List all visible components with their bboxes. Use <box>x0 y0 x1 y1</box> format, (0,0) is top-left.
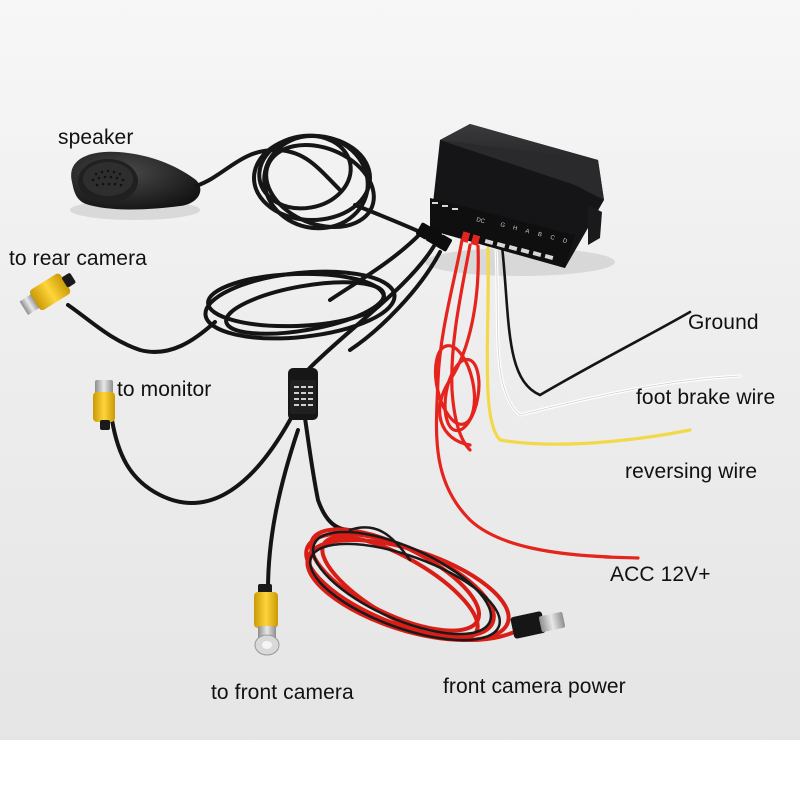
junction-module <box>288 368 318 420</box>
label-acc-12v: ACC 12V+ <box>610 563 711 586</box>
box-channel-letter: C <box>549 235 555 242</box>
label-ground: Ground <box>688 311 759 334</box>
speaker <box>71 151 201 210</box>
label-to-front-camera: to front camera <box>211 681 354 704</box>
label-to-monitor: to monitor <box>117 378 212 401</box>
rca-connector-rear <box>19 273 76 316</box>
box-channel-letter: G <box>499 222 505 229</box>
label-speaker: speaker <box>58 126 134 149</box>
bottom-white-band <box>0 740 800 800</box>
harness-wires <box>433 238 742 560</box>
box-port-markings <box>432 202 458 210</box>
label-reversing-wire: reversing wire <box>625 460 758 483</box>
box-dc-label: DC <box>475 217 486 225</box>
terminal-block <box>460 231 481 246</box>
box-channel-letter: D <box>562 238 568 245</box>
box-channel-letter: H <box>512 225 518 232</box>
terminal-pins <box>484 239 554 260</box>
rca-connector-monitor <box>93 380 115 430</box>
black-cables <box>66 230 442 592</box>
label-to-rear-camera: to rear camera <box>9 247 147 270</box>
label-foot-brake-wire: foot brake wire <box>636 386 776 409</box>
front-camera-power-cable <box>304 526 522 643</box>
label-front-camera-power: front camera power <box>443 675 626 698</box>
box-channel-letter: B <box>537 232 542 239</box>
box-channel-letter: A <box>524 229 529 236</box>
dc-power-plug <box>510 611 566 639</box>
speaker-cable <box>194 133 422 234</box>
rca-connector-front <box>254 584 280 656</box>
